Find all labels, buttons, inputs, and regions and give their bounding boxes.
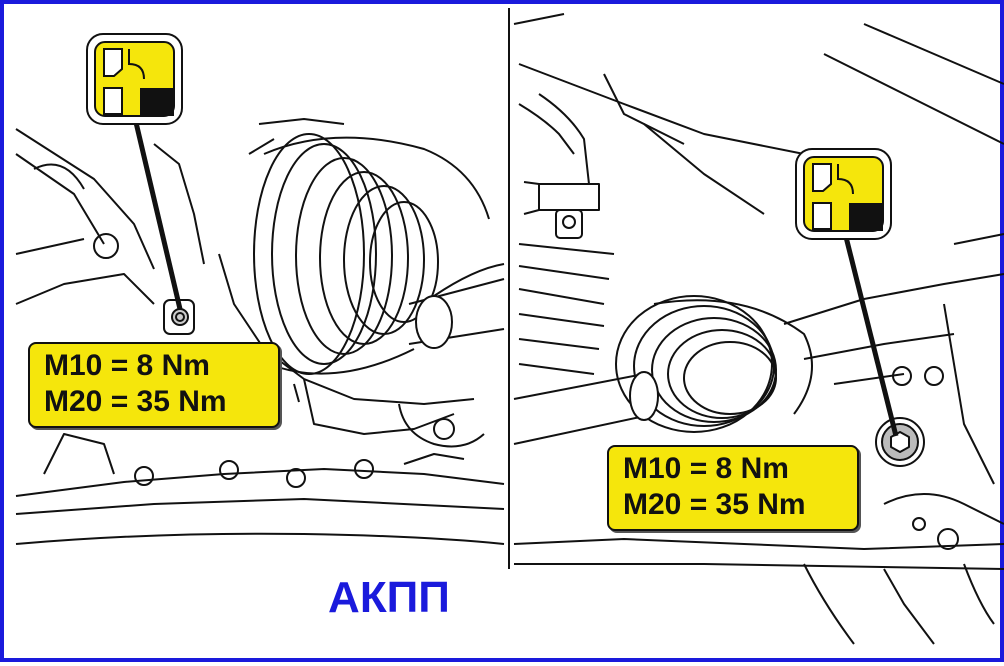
left-panel <box>15 118 505 545</box>
right-panel <box>513 13 1004 645</box>
torque-spec-m20: M20 = 35 Nm <box>44 385 227 418</box>
torque-wrench-icon-right <box>795 148 892 240</box>
leader-line-left <box>131 113 183 310</box>
torque-spec-m10: M10 = 8 Nm <box>44 349 210 382</box>
torque-spec-callout-right: M10 = 8 Nm M20 = 35 Nm <box>607 445 859 531</box>
transmission-caption: АКПП <box>328 573 450 622</box>
torque-wrench-icon-left <box>86 33 183 125</box>
leader-line-right <box>841 228 899 437</box>
torque-spec-m10: M10 = 8 Nm <box>623 452 789 485</box>
torque-spec-m20: M20 = 35 Nm <box>623 488 806 521</box>
torque-spec-callout-left: M10 = 8 Nm M20 = 35 Nm <box>28 342 280 428</box>
line-art <box>15 8 1004 645</box>
